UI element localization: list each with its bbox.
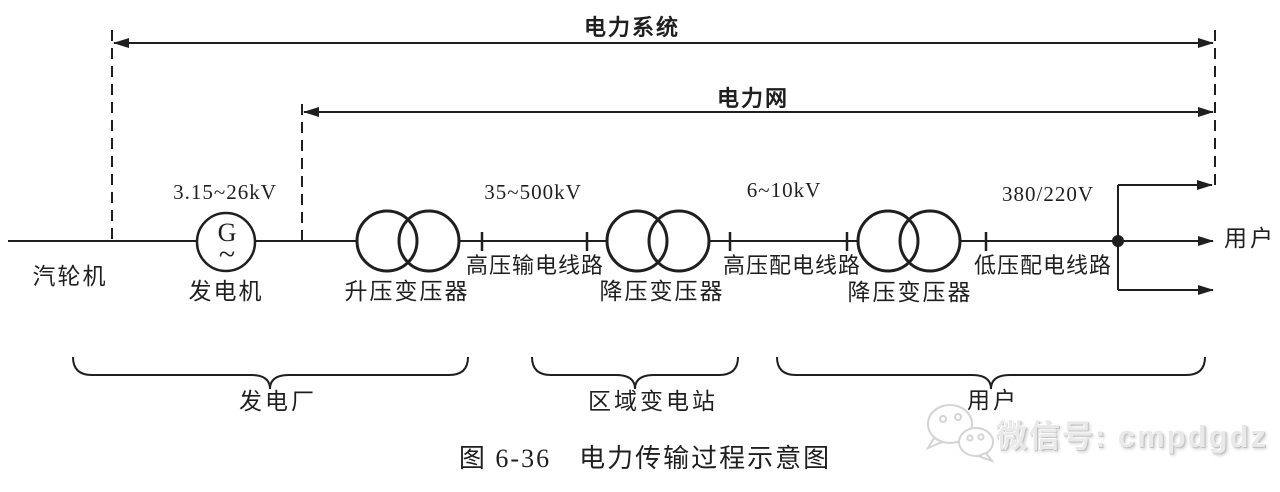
users-brace xyxy=(776,356,1206,390)
users-section-label: 用户 xyxy=(967,388,1019,413)
step-down-transformer-user-symbol xyxy=(856,209,962,273)
watermark-text: 微信号: cmpdgdz xyxy=(996,419,1268,454)
generator-circle xyxy=(195,211,257,273)
step-down-transformer-regional-label: 降压变压器 xyxy=(599,279,725,304)
generator-voltage-label: 3.15~26kV xyxy=(173,180,277,204)
step-down-transformer-user-label: 降压变压器 xyxy=(847,280,973,305)
generator-symbol-g: G xyxy=(217,218,237,247)
power-plant-brace xyxy=(72,356,469,390)
user-terminal-label: 用户 xyxy=(1224,226,1276,251)
segment-ticks xyxy=(480,232,988,251)
generator-label: 发电机 xyxy=(188,279,264,304)
step-up-transformer-label: 升压变压器 xyxy=(344,279,470,304)
hv-distribution-voltage-label: 6~10kV xyxy=(746,178,822,202)
regional-substation-label: 区域变电站 xyxy=(588,389,718,414)
power-grid-label: 电力网 xyxy=(716,86,790,111)
regional-substation-brace xyxy=(531,356,739,390)
power-system-label: 电力系统 xyxy=(583,15,681,40)
steam-turbine-label: 汽轮机 xyxy=(32,264,108,289)
hv-distribution-line-label: 高压配电线路 xyxy=(722,253,862,278)
transmission-voltage-label: 35~500kV xyxy=(484,180,582,204)
lv-distribution-line-label: 低压配电线路 xyxy=(973,253,1113,278)
generator-symbol-wave: ~ xyxy=(218,238,236,271)
power-plant-label: 发电厂 xyxy=(239,389,317,414)
step-up-transformer-symbol xyxy=(355,209,461,273)
step-down-transformer-regional-symbol xyxy=(605,209,711,273)
hv-transmission-line-label: 高压输电线路 xyxy=(465,253,605,278)
wechat-icon xyxy=(925,404,995,464)
lv-distribution-voltage-label: 380/220V xyxy=(1002,182,1094,206)
figure-caption: 图 6-36 电力传输过程示意图 xyxy=(458,444,832,473)
